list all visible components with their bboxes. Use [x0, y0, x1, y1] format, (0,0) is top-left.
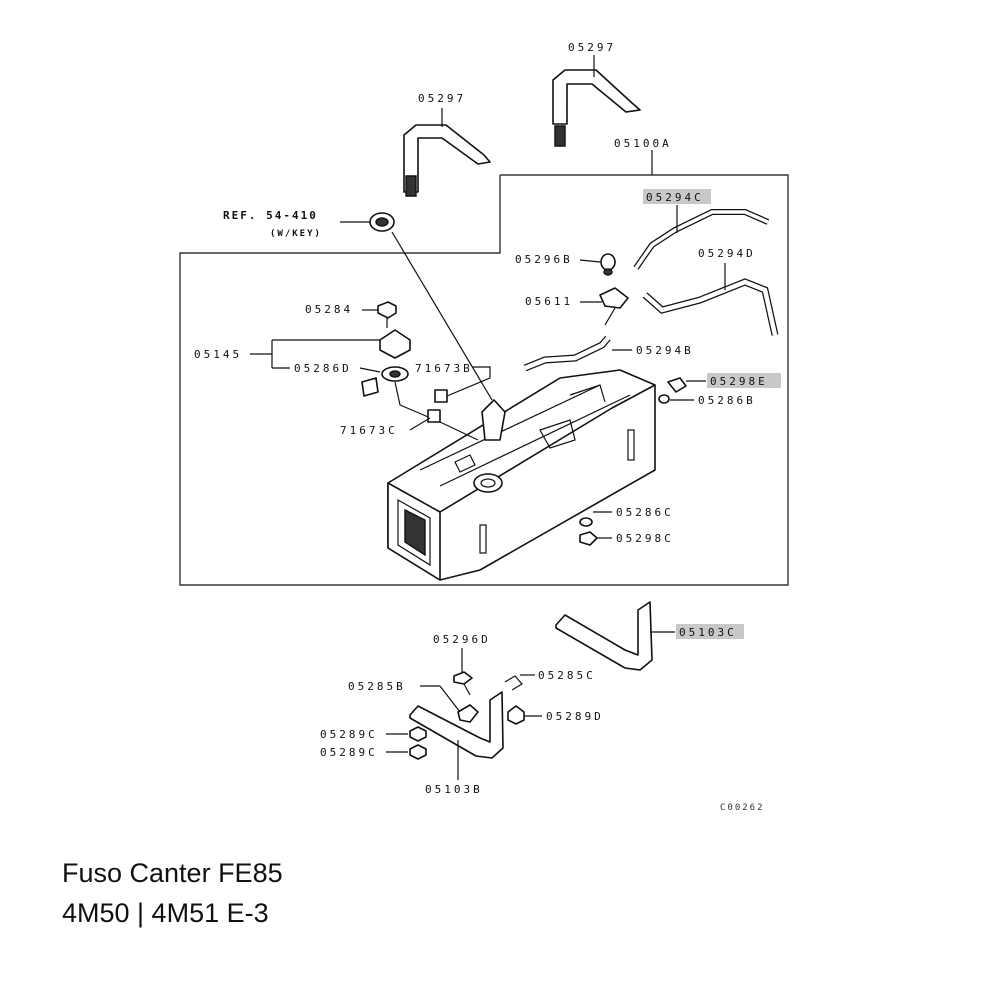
label-w-key: (W/KEY): [270, 229, 322, 239]
label-05289c-b: 05289C: [320, 746, 378, 759]
caption-engine: 4M50 | 4M51 E-3: [62, 898, 269, 928]
clamp-05296b-icon: [600, 253, 616, 276]
label-71673c: 71673C: [340, 424, 398, 437]
gasket-71673c-icon: [427, 409, 441, 423]
fuel-cap-icon: [369, 212, 395, 232]
clip-05285c-icon: [504, 675, 523, 691]
nut-05289d-icon: [507, 705, 525, 725]
label-05286d: 05286D: [294, 362, 352, 375]
gasket-05286c-icon: [579, 517, 593, 527]
nut-05289c-icon-a: [409, 726, 427, 742]
label-05294c: 05294C: [646, 191, 704, 204]
highlight-05298e: [707, 373, 781, 388]
label-05285b: 05285B: [348, 680, 406, 693]
label-05297-left: 05297: [418, 92, 466, 105]
band-05103c-icon: [555, 601, 653, 671]
cap-leader-line: [391, 231, 493, 401]
label-05296b: 05296B: [515, 253, 573, 266]
label-ref-54-410: REF. 54-410: [223, 209, 318, 222]
gasket-71673b-icon: [434, 389, 448, 403]
label-05103c: 05103C: [679, 626, 737, 639]
bolt-05284-icon: [377, 301, 397, 328]
drain-plug-05298e-icon: [658, 377, 687, 404]
label-05100a: 05100A: [614, 137, 672, 150]
label-05298c: 05298C: [616, 532, 674, 545]
fuel-tank-icon: [387, 369, 656, 581]
diagram-code: C00262: [720, 803, 765, 813]
fuel-sender-icon: [361, 329, 479, 441]
valve-05611-icon: [599, 287, 629, 326]
label-05103b: 05103B: [425, 783, 483, 796]
label-05289c-a: 05289C: [320, 728, 378, 741]
highlight-05103c: [676, 624, 744, 639]
label-05286b: 05286B: [698, 394, 756, 407]
label-05297-right: 05297: [568, 41, 616, 54]
label-05298e: 05298E: [710, 375, 768, 388]
leader-lines: [250, 55, 726, 780]
caption-model: Fuso Canter FE85: [62, 858, 283, 888]
plug-05298c-icon: [579, 531, 598, 546]
label-71673b: 71673B: [415, 362, 473, 375]
bracket-05297-left: [403, 124, 491, 197]
bracket-05297-right: [552, 69, 641, 147]
highlight-05294c: [643, 189, 711, 204]
label-05294d: 05294D: [698, 247, 756, 260]
label-05285c: 05285C: [538, 669, 596, 682]
label-05294b: 05294B: [636, 344, 694, 357]
assembly-frame: [179, 174, 789, 586]
label-05286c: 05286C: [616, 506, 674, 519]
label-05145: 05145: [194, 348, 242, 361]
label-05611: 05611: [525, 295, 573, 308]
bolt-05296d-icon: [453, 671, 473, 696]
band-05103b-icon: [409, 691, 504, 759]
label-05296d: 05296D: [433, 633, 491, 646]
nut-05289c-icon-b: [409, 744, 427, 760]
label-05289d: 05289D: [546, 710, 604, 723]
bolt-05285b-icon: [457, 704, 479, 723]
label-05284: 05284: [305, 303, 353, 316]
